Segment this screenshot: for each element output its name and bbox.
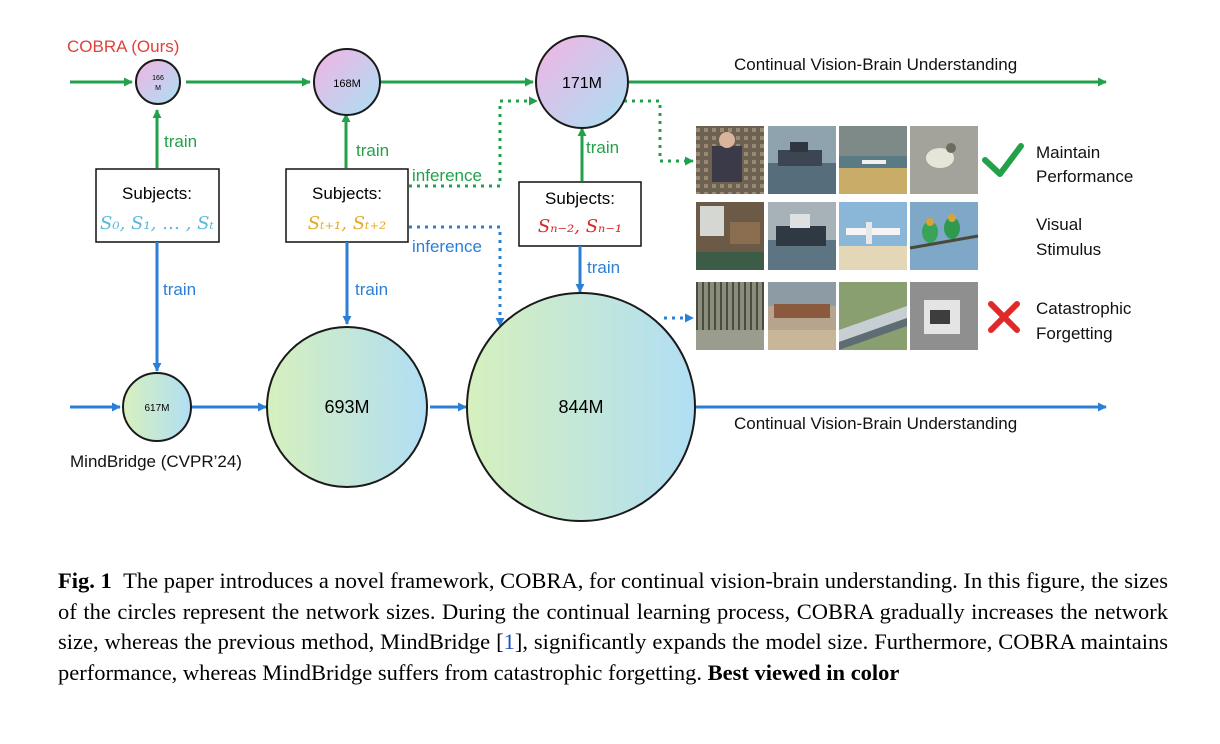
thumb-stimulus-room xyxy=(696,202,764,270)
mindbridge-node-1-label: 617M xyxy=(144,403,169,414)
mindbridge-edges xyxy=(70,242,1107,412)
caption-text-1: The paper introduces a novel framework, … xyxy=(58,568,1169,654)
subjects-box-2: Subjects: Sₜ₊₁, Sₜ₊₂ xyxy=(285,168,409,243)
cobra-reconstructions xyxy=(696,126,978,194)
figure-diagram: COBRA (Ours) 166 M 168M 171M Continual V… xyxy=(67,35,1136,522)
mindbridge-node-3: 844M xyxy=(466,292,696,522)
cross-icon xyxy=(988,301,1020,333)
catastrophic-forgetting-label: Catastrophic Forgetting xyxy=(1036,299,1136,343)
train-label-blue-2: train xyxy=(355,280,388,299)
thumb-forget-gray xyxy=(910,282,978,350)
mindbridge-node-2: 693M xyxy=(266,326,428,488)
cobra-inference-edges xyxy=(409,96,694,188)
train-label-blue-1: train xyxy=(163,280,196,299)
thumb-stimulus-birds xyxy=(909,202,979,270)
subjects-box-3-title: Subjects: xyxy=(545,189,615,208)
caption-reference-link[interactable]: 1 xyxy=(503,629,515,654)
figure-caption: Fig. 1 The paper introduces a novel fram… xyxy=(58,566,1168,688)
cobra-node-3: 171M xyxy=(535,35,629,129)
mindbridge-node-2-label: 693M xyxy=(324,397,369,417)
cobra-node-1-line2: M xyxy=(155,85,161,92)
forget-line-2: Forgetting xyxy=(1036,324,1113,343)
inference-label-blue: inference xyxy=(412,237,482,256)
subjects-box-3-set: Sₙ₋₂, Sₙ₋₁ xyxy=(538,216,622,237)
maintain-line-1: Maintain xyxy=(1036,143,1100,162)
thumb-forget-street xyxy=(768,282,836,350)
inference-label-green: inference xyxy=(412,166,482,185)
visual-stimulus-label: Visual Stimulus xyxy=(1036,215,1101,259)
train-label-green-2: train xyxy=(356,141,389,160)
caption-text-2: ], significantly expands the model size.… xyxy=(58,629,1168,685)
visual-line-1: Visual xyxy=(1036,215,1082,234)
caption-bold-note: Best viewed in color xyxy=(707,659,900,685)
maintain-line-2: Performance xyxy=(1036,167,1133,186)
cobra-node-1-line1: 166 xyxy=(152,75,164,82)
mindbridge-node-3-label: 844M xyxy=(558,397,603,417)
thumb-maintain-bird xyxy=(910,126,978,194)
caption-figure-number: Fig. 1 xyxy=(58,568,112,593)
cobra-node-2-label: 168M xyxy=(333,78,361,90)
mindbridge-label: MindBridge (CVPR’24) xyxy=(70,452,242,471)
mindbridge-reconstructions xyxy=(696,282,978,350)
cobra-output-label: Continual Vision-Brain Understanding xyxy=(734,55,1017,74)
subjects-box-3: Subjects: Sₙ₋₂, Sₙ₋₁ xyxy=(518,181,642,247)
subjects-box-1: Subjects: S₀, S₁, … , Sₜ xyxy=(95,168,220,243)
visual-stimulus-images xyxy=(696,202,979,270)
thumb-stimulus-plane xyxy=(839,202,907,270)
subjects-box-1-title: Subjects: xyxy=(122,184,192,203)
thumb-maintain-boat xyxy=(768,126,836,194)
train-label-green-1: train xyxy=(164,132,197,151)
mindbridge-inference-edges xyxy=(409,225,694,327)
thumb-forget-trees xyxy=(696,282,764,350)
subjects-box-2-title: Subjects: xyxy=(312,184,382,203)
checkmark-icon xyxy=(982,143,1024,177)
train-label-green-3: train xyxy=(586,138,619,157)
mindbridge-output-label: Continual Vision-Brain Understanding xyxy=(734,414,1017,433)
forget-line-1: Catastrophic xyxy=(1036,299,1132,318)
subjects-box-2-set: Sₜ₊₁, Sₜ₊₂ xyxy=(308,213,386,234)
thumb-forget-train xyxy=(839,282,907,350)
cobra-node-3-label: 171M xyxy=(562,75,602,92)
subjects-box-1-set: S₀, S₁, … , Sₜ xyxy=(100,213,214,234)
cobra-label: COBRA (Ours) xyxy=(67,37,179,56)
visual-line-2: Stimulus xyxy=(1036,240,1101,259)
mindbridge-node-1: 617M xyxy=(122,372,192,442)
thumb-maintain-office xyxy=(696,126,764,194)
train-label-blue-3: train xyxy=(587,258,620,277)
cobra-node-1: 166 M xyxy=(135,59,181,105)
maintain-performance-label: Maintain Performance xyxy=(1036,143,1133,186)
thumb-stimulus-boat xyxy=(768,202,836,270)
cobra-edges xyxy=(70,77,1107,181)
cobra-node-2: 168M xyxy=(313,48,381,116)
thumb-maintain-plane xyxy=(839,126,907,194)
